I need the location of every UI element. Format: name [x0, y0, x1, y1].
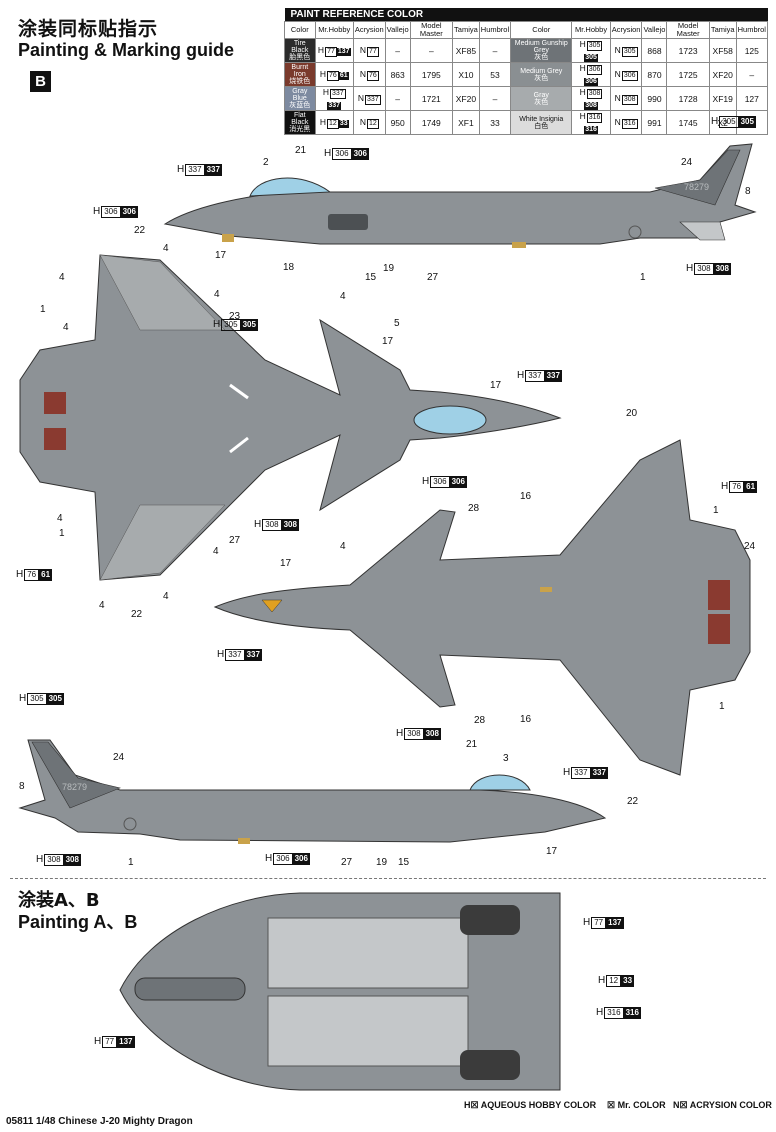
part-number: 8	[19, 781, 25, 792]
plan-view-top	[19, 254, 562, 581]
part-number: 23	[229, 311, 241, 322]
part-number: 4	[99, 600, 105, 611]
section-title-cn: 涂装A、B	[18, 890, 100, 911]
weapons-bay-detail	[119, 892, 561, 1091]
part-number: 1	[719, 701, 725, 712]
part-number: 15	[365, 272, 377, 283]
part-number: 24	[744, 541, 756, 552]
section-title-en: Painting A、B	[18, 912, 138, 932]
part-number: 27	[427, 272, 439, 283]
part-number: 1	[128, 857, 134, 868]
part-number: 1	[640, 272, 646, 283]
part-number: 1	[40, 304, 46, 315]
part-number: 28	[474, 715, 486, 726]
part-number: 2	[263, 157, 269, 168]
part-number: 3	[503, 753, 509, 764]
side-view-bottom: 78279	[18, 739, 607, 844]
part-number: 22	[134, 225, 146, 236]
part-number: 24	[681, 157, 693, 168]
part-number: 4	[213, 546, 219, 557]
part-number: 21	[466, 739, 478, 750]
part-number: 8	[745, 186, 751, 197]
part-number: 1	[59, 528, 65, 539]
part-number: 27	[341, 857, 353, 868]
part-number: 4	[59, 272, 65, 283]
part-number: 15	[398, 857, 410, 868]
part-number: 1	[713, 505, 719, 516]
title-en: Painting & Marking guide	[18, 40, 235, 60]
part-number: 20	[626, 408, 638, 419]
part-number: 22	[131, 609, 143, 620]
part-number: 17	[490, 380, 502, 391]
part-number: 19	[376, 857, 388, 868]
part-number: 4	[340, 541, 346, 552]
part-number: 4	[163, 591, 169, 602]
scheme-badge: B	[30, 71, 51, 92]
part-number: 28	[468, 503, 480, 514]
table-title: PAINT REFERENCE COLOR	[284, 8, 768, 22]
legend-acrysion: N☒ ACRYSION COLOR	[673, 1100, 772, 1110]
part-number: 19	[383, 263, 395, 274]
part-number: 17	[546, 846, 558, 857]
title-cn: 涂装同标贴指示	[18, 18, 159, 40]
part-number: 4	[63, 322, 69, 333]
part-number: 16	[520, 714, 532, 725]
part-number: 17	[215, 250, 227, 261]
part-number: 27	[229, 535, 241, 546]
part-number: 4	[57, 513, 63, 524]
part-number: 5	[394, 318, 400, 329]
part-number: 4	[214, 289, 220, 300]
part-number: 17	[280, 558, 292, 569]
section-divider	[10, 878, 766, 879]
part-number: 4	[163, 243, 169, 254]
product-label: 05811 1/48 Chinese J-20 Mighty Dragon	[6, 1116, 193, 1127]
part-number: 17	[382, 336, 394, 347]
side-view-top: 78279	[163, 143, 757, 248]
plan-view-bottom	[213, 439, 751, 776]
part-number: 22	[627, 796, 639, 807]
legend-mr-color: ☒ Mr. COLOR	[607, 1100, 666, 1110]
serial-bottom: 78279	[62, 782, 87, 792]
part-number: 4	[340, 291, 346, 302]
part-number: 16	[520, 491, 532, 502]
part-number: 18	[283, 262, 295, 273]
part-number: 24	[113, 752, 125, 763]
legend-aqueous: H☒ AQUEOUS HOBBY COLOR	[464, 1100, 597, 1110]
serial-top: 78279	[684, 182, 709, 192]
part-number: 21	[295, 145, 307, 156]
